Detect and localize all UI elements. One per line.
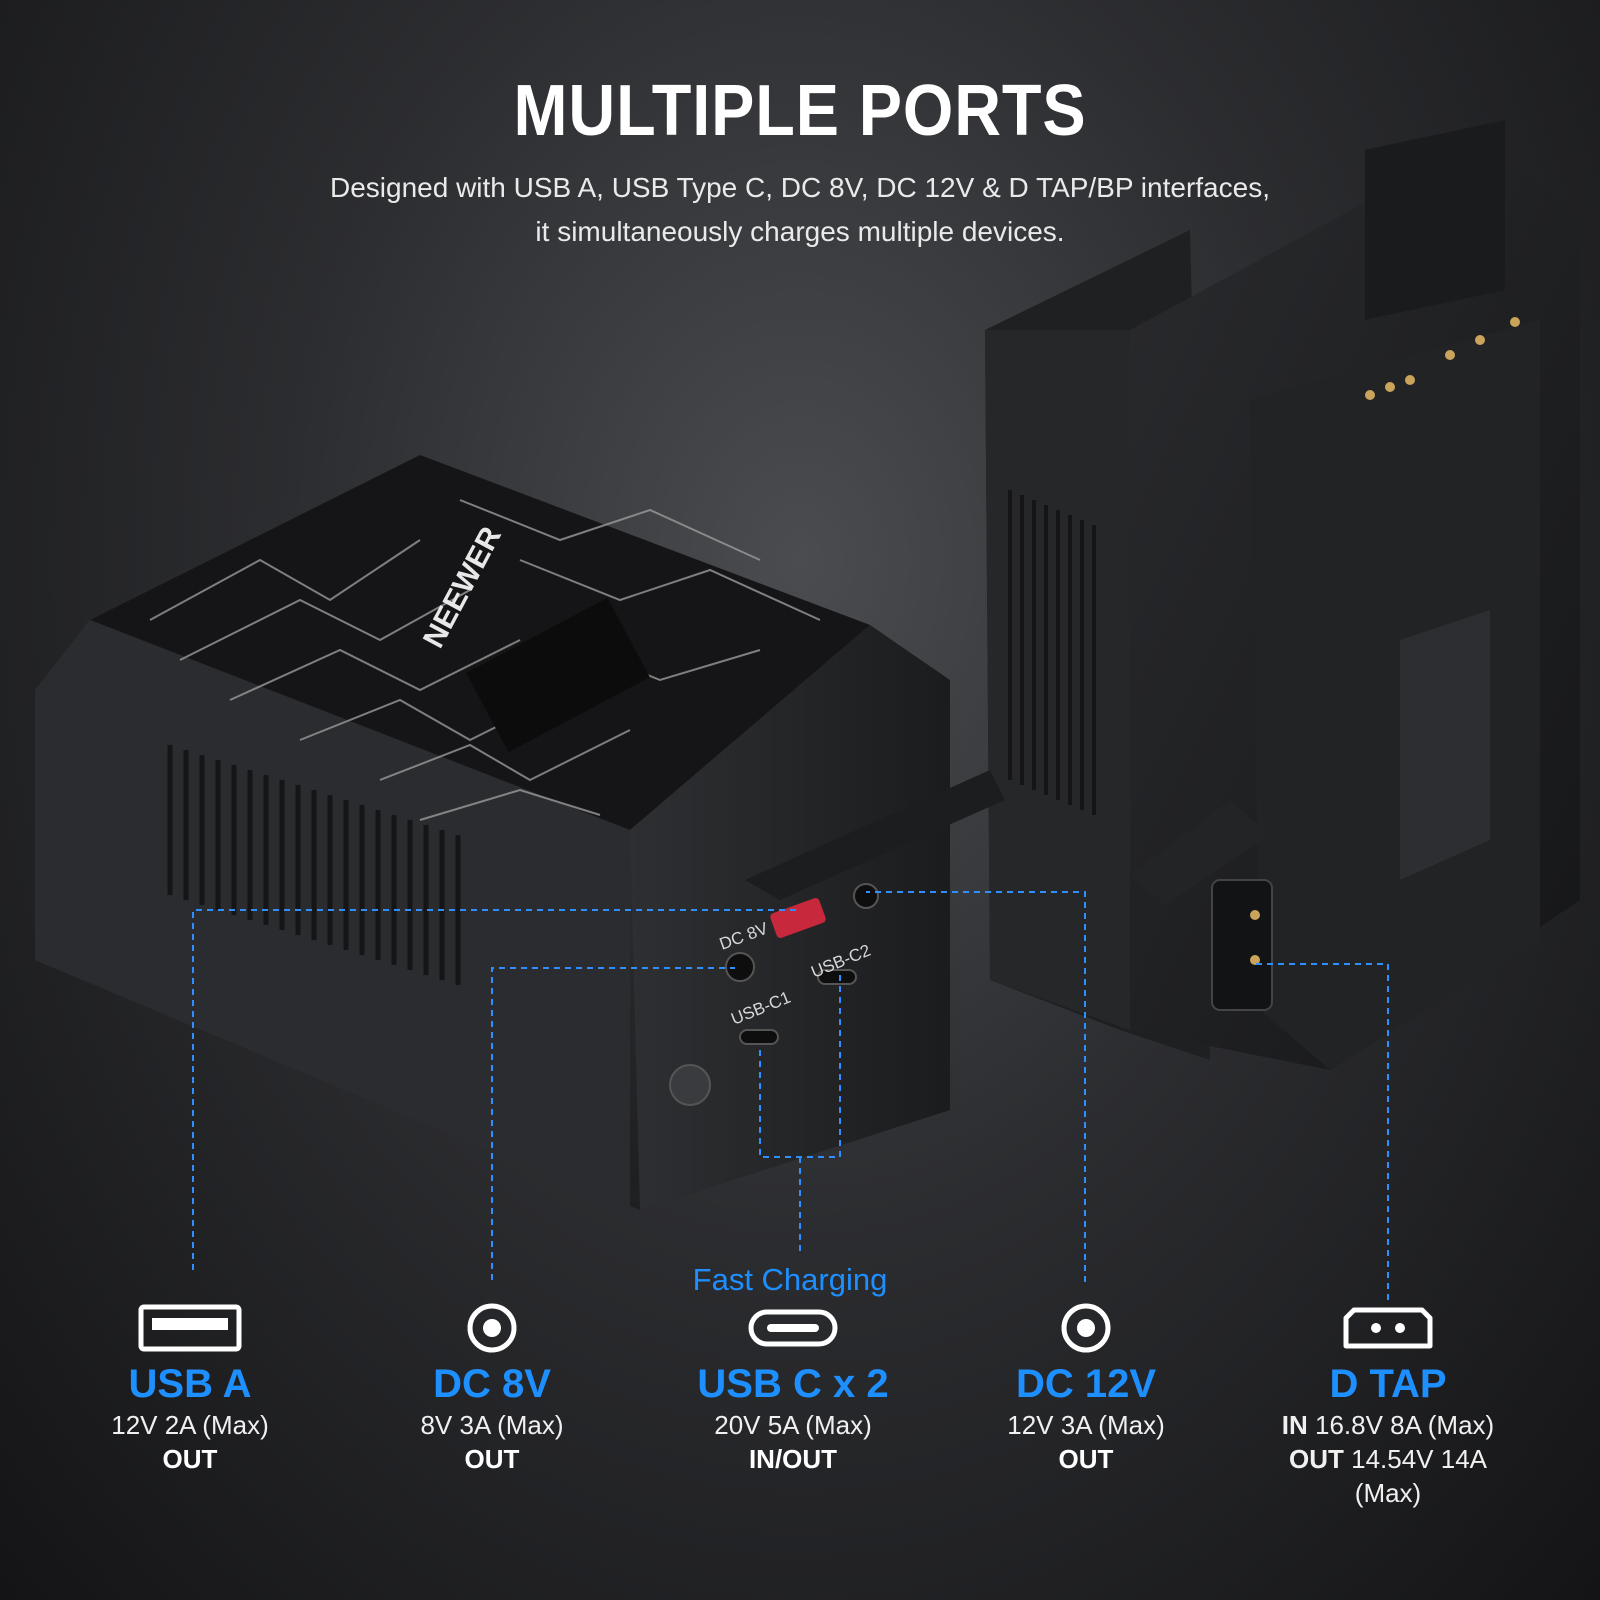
- battery-contacts: [1365, 317, 1520, 400]
- usb-a-icon: [60, 1302, 320, 1354]
- port-name: DC 8V: [433, 1362, 551, 1406]
- left-battery: NEEWER DC 8V USB-C1 USB-C2: [35, 455, 1005, 1210]
- port-spec: 12V 3A (Max): [1007, 1410, 1165, 1440]
- port-name: USB A: [128, 1362, 252, 1406]
- usb-c1-socket: [739, 1029, 779, 1045]
- out-spec: 14.54V 14A (Max): [1351, 1444, 1487, 1508]
- port-usb-a: USB A 12V 2A (Max) OUT: [60, 1302, 320, 1476]
- port-spec: 20V 5A (Max): [714, 1410, 872, 1440]
- dc-8v-socket: [725, 952, 755, 982]
- port-mode: OUT: [464, 1444, 520, 1474]
- subtitle-line-1: Designed with USB A, USB Type C, DC 8V, …: [330, 172, 1270, 203]
- dc-12v-socket: [853, 883, 879, 909]
- callout-lines: [192, 891, 1389, 1300]
- d-tap-cover: [1130, 800, 1270, 905]
- dc-port-icon: [956, 1302, 1216, 1354]
- page-title: MULTIPLE PORTS: [513, 71, 1087, 151]
- port-mode: IN/OUT: [748, 1444, 838, 1474]
- port-name: USB C x 2: [697, 1362, 889, 1406]
- port-spec: 8V 3A (Max): [420, 1410, 564, 1440]
- lcd-display: [466, 597, 650, 753]
- port-name: D TAP: [1329, 1362, 1447, 1406]
- page-subtitle: Designed with USB A, USB Type C, DC 8V, …: [0, 166, 1600, 254]
- port-dc-12v: DC 12V 12V 3A (Max) OUT: [956, 1302, 1216, 1476]
- left-vent: [167, 745, 461, 985]
- usb-a-socket: [770, 898, 826, 938]
- dc-12v-callout-line: [866, 891, 1086, 1282]
- subtitle-line-2: it simultaneously charges multiple devic…: [535, 216, 1065, 247]
- port-spec-in: IN 16.8V 8A (Max): [1258, 1408, 1518, 1442]
- d-tap-icon: [1258, 1302, 1518, 1354]
- usb-c2-socket: [817, 969, 857, 985]
- power-button: [669, 1064, 711, 1106]
- in-spec: 16.8V 8A (Max): [1315, 1410, 1495, 1440]
- right-vent: [1008, 490, 1096, 815]
- port-spec-out: OUT 14.54V 14A (Max): [1258, 1442, 1518, 1510]
- usb-c-icon: [663, 1302, 923, 1354]
- dc-8v-callout-line: [491, 967, 735, 1280]
- out-label: OUT: [1288, 1444, 1344, 1474]
- d-tap-socket: [1211, 879, 1273, 1011]
- port-dc-8v: DC 8V 8V 3A (Max) OUT: [362, 1302, 622, 1476]
- fast-charging-label: Fast Charging: [692, 1262, 888, 1297]
- port-usb-c: USB C x 2 20V 5A (Max) IN/OUT: [663, 1302, 923, 1476]
- right-battery: [985, 120, 1580, 1070]
- port-name: DC 12V: [1015, 1362, 1157, 1406]
- usb-a-callout-line: [192, 909, 800, 1270]
- port-cover: [745, 770, 1005, 900]
- in-label: IN: [1281, 1410, 1308, 1440]
- d-tap-callout-line: [1255, 963, 1389, 1300]
- dc-port-icon: [362, 1302, 622, 1354]
- port-spec: 12V 2A (Max): [111, 1410, 269, 1440]
- port-d-tap: D TAP IN 16.8V 8A (Max) OUT 14.54V 14A (…: [1258, 1302, 1518, 1510]
- port-mode: OUT: [1058, 1444, 1114, 1474]
- port-mode: OUT: [162, 1444, 218, 1474]
